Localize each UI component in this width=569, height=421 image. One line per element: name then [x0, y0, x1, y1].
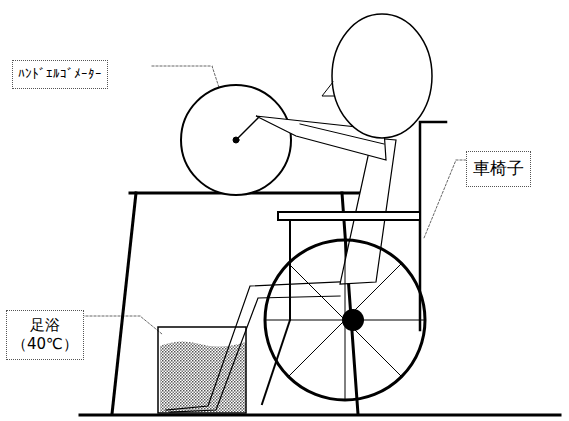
spoke: [288, 263, 401, 376]
wheelchair-back: [420, 122, 446, 330]
wheel: [265, 240, 425, 400]
head: [332, 14, 432, 138]
wheelchair-frame: [289, 220, 291, 320]
callout-text: 足浴 （40℃）: [12, 316, 78, 354]
leg: [166, 282, 340, 410]
armrest: [278, 212, 420, 220]
spoke: [288, 263, 401, 376]
wheel-hub: [342, 309, 364, 331]
nose: [322, 82, 334, 96]
callout-box: 車椅子: [466, 151, 531, 187]
table-leg: [112, 193, 136, 414]
ergometer-wheel: [181, 85, 291, 195]
floor: [80, 414, 560, 417]
bath-water: [160, 341, 246, 412]
callout-box: 足浴 （40℃）: [6, 310, 84, 360]
callout-text: 車椅子: [473, 158, 524, 179]
callout-box: ﾊﾝﾄﾞｴﾙｺﾞﾒｰﾀｰ: [12, 60, 108, 89]
callout-text: ﾊﾝﾄﾞｴﾙｺﾞﾒｰﾀｰ: [18, 66, 102, 82]
crank: [236, 118, 258, 140]
foot-bath: [158, 327, 246, 413]
leader-line: [424, 160, 466, 238]
crank-axis: [233, 137, 239, 143]
